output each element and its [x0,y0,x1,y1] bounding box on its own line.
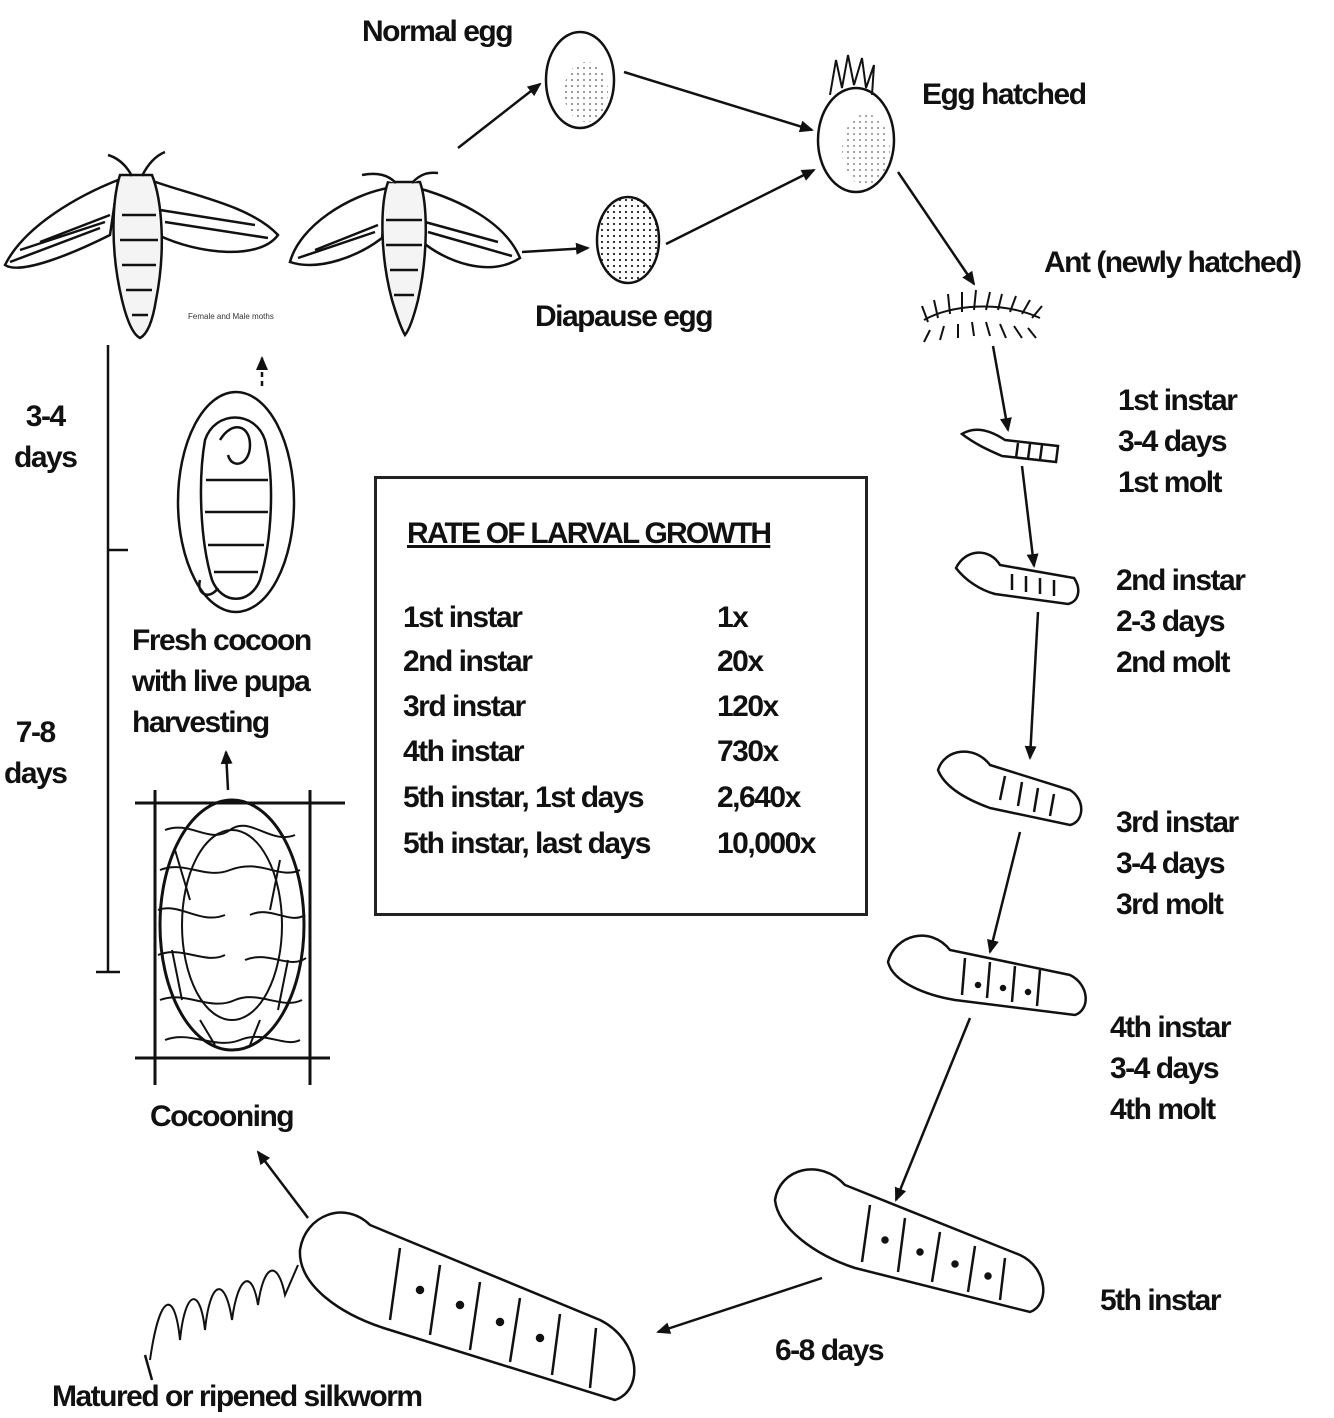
moth-duration-value: 3-4 [14,396,76,437]
instar4-molt: 4th molt [1110,1089,1230,1130]
hatched-egg-illustration [818,55,894,192]
growth-row: 5th instar, last days 10,000x [403,827,863,871]
moth-duration-label: 3-4 days [14,396,76,478]
instar3-duration: 3-4 days [1116,843,1238,884]
instar2-label: 2nd instar 2-3 days 2nd molt [1116,560,1244,683]
growth-stage: 5th instar, 1st days [403,781,643,815]
male-moth-illustration [290,173,520,335]
instar3-molt: 3rd molt [1116,884,1238,925]
growth-multiplier: 10,000x [717,827,815,861]
matured-silkworm-label: Matured or ripened silkworm [52,1376,422,1417]
instar4-larva-illustration [888,936,1086,1015]
fresh-cocoon-line2: with live pupa [132,661,311,702]
growth-table-title: RATE OF LARVAL GROWTH [407,517,770,551]
instar1-larva-illustration [962,430,1058,462]
growth-row: 5th instar, 1st days 2,640x [403,781,863,825]
instar2-stage: 2nd instar [1116,560,1244,601]
growth-multiplier: 2,640x [717,781,800,815]
cocoon-duration-label: 7-8 days [4,712,66,794]
growth-multiplier: 730x [717,735,778,769]
diapause-egg-label: Diapause egg [535,296,712,337]
instar1-duration: 3-4 days [1118,421,1236,462]
growth-multiplier: 1x [717,601,747,635]
normal-egg-label: Normal egg [362,11,512,52]
growth-multiplier: 20x [717,645,763,679]
growth-row: 3rd instar 120x [403,690,863,734]
cocoon-duration-unit: days [4,753,66,794]
female-moth-illustration [5,152,278,338]
cocooning-illustration [135,790,345,1085]
instar2-duration: 2-3 days [1116,601,1244,642]
diapause-egg-illustration [597,197,659,283]
fresh-cocoon-pupa-illustration [178,392,294,612]
instar5-label: 5th instar [1100,1280,1220,1321]
fresh-cocoon-line3: harvesting [132,702,311,743]
cocoon-duration-value: 7-8 [4,712,66,753]
growth-stage: 3rd instar [403,690,525,724]
moth-caption: Female and Male moths [188,312,274,321]
instar1-label: 1st instar 3-4 days 1st molt [1118,380,1236,503]
instar3-stage: 3rd instar [1116,802,1238,843]
fresh-cocoon-label: Fresh cocoon with live pupa harvesting [132,620,311,743]
instar2-molt: 2nd molt [1116,642,1244,683]
ant-label: Ant (newly hatched) [1044,242,1301,283]
growth-stage: 2nd instar [403,645,531,679]
instar4-stage: 4th instar [1110,1007,1230,1048]
growth-stage: 1st instar [403,601,521,635]
cocooning-label: Cocooning [150,1096,293,1137]
ant-larva-illustration [922,290,1042,342]
egg-hatched-label: Egg hatched [922,74,1086,115]
duration-bracket [96,345,128,972]
instar4-duration: 3-4 days [1110,1048,1230,1089]
instar4-label: 4th instar 3-4 days 4th molt [1110,1007,1230,1130]
instar3-label: 3rd instar 3-4 days 3rd molt [1116,802,1238,925]
growth-stage: 4th instar [403,735,523,769]
matured-silkworm-illustration [145,1213,634,1400]
larval-growth-table: RATE OF LARVAL GROWTH 1st instar 1x 2nd … [374,476,868,916]
instar1-stage: 1st instar [1118,380,1236,421]
growth-row: 4th instar 730x [403,735,863,779]
growth-row: 2nd instar 20x [403,645,863,689]
fresh-cocoon-line1: Fresh cocoon [132,620,311,661]
growth-row: 1st instar 1x [403,601,863,645]
growth-multiplier: 120x [717,690,778,724]
duration-5th-label: 6-8 days [775,1330,883,1371]
instar5-larva-illustration [775,1169,1043,1312]
instar1-molt: 1st molt [1118,462,1236,503]
growth-stage: 5th instar, last days [403,827,650,861]
instar3-larva-illustration [938,752,1081,825]
instar2-larva-illustration [956,553,1078,604]
moth-duration-unit: days [14,437,76,478]
